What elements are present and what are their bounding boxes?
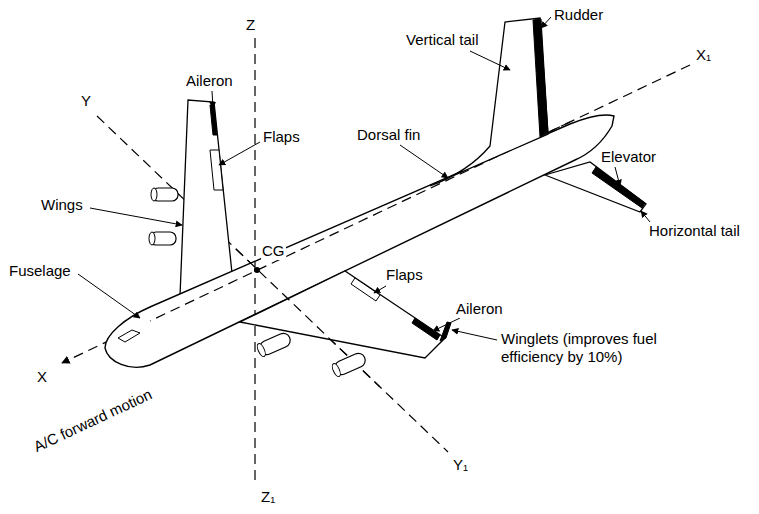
far-flap bbox=[210, 150, 223, 190]
near-engine bbox=[256, 331, 293, 358]
leader-line bbox=[78, 274, 140, 318]
part-label: Rudder bbox=[553, 6, 604, 24]
far-engine bbox=[152, 188, 178, 201]
axis-label: Y₁ bbox=[452, 456, 469, 474]
part-label: Elevator bbox=[600, 148, 657, 166]
axis-label: X₁ bbox=[695, 46, 712, 64]
point-label: CG bbox=[261, 242, 286, 260]
axis-label: X bbox=[36, 368, 48, 386]
far-engine-intake bbox=[149, 232, 155, 245]
part-label: Fuselage bbox=[8, 262, 72, 280]
axis-label: Y bbox=[80, 92, 92, 110]
far-engine-intake bbox=[151, 188, 157, 201]
cockpit-window bbox=[118, 330, 140, 342]
leader-line bbox=[90, 208, 182, 225]
cg-dot bbox=[254, 267, 260, 273]
part-label: Aileron bbox=[455, 300, 504, 318]
horizontal-tail-shape bbox=[545, 162, 646, 212]
leader-line bbox=[641, 211, 650, 222]
part-label: Flaps bbox=[385, 266, 424, 284]
far-engine bbox=[150, 232, 176, 245]
axis-label: Z₁ bbox=[260, 488, 276, 506]
motion-label: A/C forward motion bbox=[30, 385, 156, 456]
leader-line bbox=[400, 145, 448, 178]
leader-line bbox=[219, 142, 260, 165]
leader-line bbox=[433, 318, 460, 331]
axis-label: Z bbox=[245, 16, 256, 34]
rudder-shape bbox=[533, 19, 548, 137]
near-aileron bbox=[412, 318, 440, 340]
near-flap bbox=[351, 278, 380, 301]
leader-line bbox=[452, 330, 497, 340]
leader-line bbox=[212, 91, 213, 108]
part-label: Aileron bbox=[185, 72, 234, 90]
part-label: Dorsal fin bbox=[356, 126, 421, 144]
leader-line bbox=[470, 51, 510, 70]
part-label: Wings bbox=[40, 196, 84, 214]
leader-line bbox=[374, 286, 386, 293]
part-label: Vertical tail bbox=[405, 31, 480, 49]
leader-line bbox=[615, 167, 620, 186]
elevator-shape bbox=[592, 167, 645, 208]
leader-line bbox=[541, 17, 551, 28]
part-label: Flaps bbox=[262, 128, 301, 146]
y-axis-over-wing bbox=[236, 249, 380, 387]
far-aileron bbox=[210, 105, 217, 135]
near-engine bbox=[331, 351, 368, 378]
near-wing bbox=[240, 271, 445, 358]
note-label: Winglets (improves fuel efficiency by 10… bbox=[500, 330, 692, 366]
part-label: Horizontal tail bbox=[648, 222, 741, 240]
far-wing bbox=[180, 100, 232, 296]
